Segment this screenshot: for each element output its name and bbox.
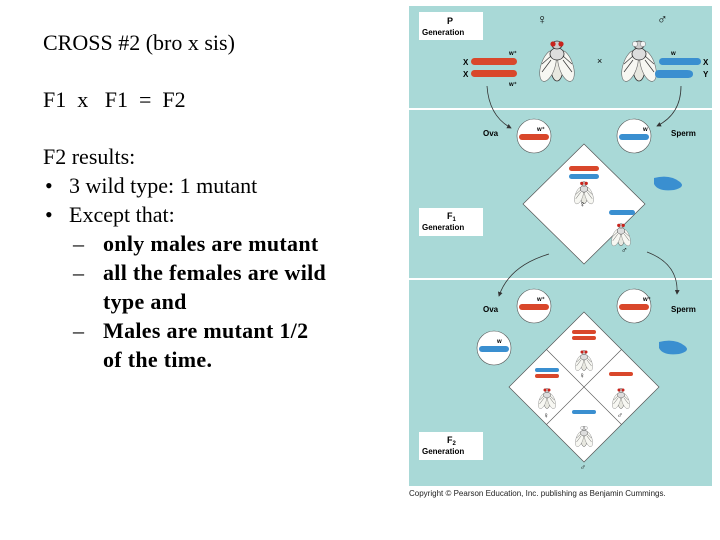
ova-label-f1: Ova xyxy=(483,129,499,138)
cross-symbol: × xyxy=(597,56,602,66)
bullet-except: Except that: xyxy=(43,200,403,229)
svg-text:w: w xyxy=(496,339,502,345)
subpoint-females-wild: –all the females are wild xyxy=(73,260,327,285)
arrow-to-sperm xyxy=(656,85,682,127)
svg-text:X: X xyxy=(703,58,709,67)
subpoint-females-wild-cont: type and xyxy=(103,289,187,314)
arrow-to-sperm-f2 xyxy=(646,251,680,295)
cross-equation: F1 x F1 = F2 xyxy=(43,87,186,112)
svg-text:w⁺: w⁺ xyxy=(508,81,517,88)
subpoint-males-half: –Males are mutant 1/2 xyxy=(73,318,309,343)
svg-text:Generation: Generation xyxy=(422,28,464,37)
f2-y-sperm xyxy=(659,340,687,355)
svg-text:w: w xyxy=(642,127,648,133)
f2-ova-cell-wild: w⁺ xyxy=(516,288,552,324)
results-heading: F2 results: xyxy=(43,144,136,169)
f2-offspring-female-homozygous xyxy=(573,350,595,372)
f1-offspring-female xyxy=(572,181,596,206)
p-male-chromosomes: X Y w xyxy=(655,51,709,79)
p-female-chromosomes: X X w⁺ w⁺ xyxy=(463,50,517,88)
f1-ova-cell: w⁺ xyxy=(516,118,552,154)
sperm-label-f2: Sperm xyxy=(671,305,696,314)
dash-marker: – xyxy=(73,231,85,256)
subpoint-males-mutant: –only males are mutant xyxy=(73,231,319,256)
sperm-label-f1: Sperm xyxy=(671,129,696,138)
svg-text:Y: Y xyxy=(703,70,709,79)
f2-offspring-male-wild xyxy=(610,388,632,410)
p-generation-label: P Generation xyxy=(419,12,483,40)
dash-marker: – xyxy=(73,318,85,343)
svg-text:w⁺: w⁺ xyxy=(536,296,545,303)
slide-title: CROSS #2 (bro x sis) xyxy=(43,30,235,55)
f2-generation-label: F2 Generation xyxy=(419,432,483,460)
svg-text:Generation: Generation xyxy=(422,447,464,456)
svg-text:w⁺: w⁺ xyxy=(536,126,545,133)
svg-text:X: X xyxy=(463,70,469,79)
svg-text:Generation: Generation xyxy=(422,223,464,232)
f1-generation-label: F1 Generation xyxy=(419,208,483,236)
svg-text:X: X xyxy=(463,58,469,67)
inheritance-diagram: P Generation F1 Generation F2 Generation… xyxy=(409,6,712,486)
svg-text:w⁺: w⁺ xyxy=(508,50,517,57)
ova-label-f2: Ova xyxy=(483,305,499,314)
svg-text:F1: F1 xyxy=(447,211,457,223)
female-symbol: ♀ xyxy=(537,11,548,27)
copyright-notice: Copyright © Pearson Education, Inc. publ… xyxy=(409,489,666,498)
svg-text:♂: ♂ xyxy=(617,411,623,420)
svg-text:♀: ♀ xyxy=(579,199,586,209)
arrow-to-ova xyxy=(486,85,512,129)
f2-ova-cell-mutant: w xyxy=(476,330,512,366)
f2-offspring-male-mutant xyxy=(573,426,595,448)
arrow-to-ova-f2 xyxy=(497,253,550,297)
svg-text:♂: ♂ xyxy=(621,245,628,255)
f1-y-sperm xyxy=(654,176,682,191)
f2-offspring-female-carrier xyxy=(536,388,558,410)
subpoint-males-half-cont: of the time. xyxy=(103,347,213,372)
svg-text:w⁺: w⁺ xyxy=(642,296,651,303)
male-symbol: ♂ xyxy=(657,11,668,27)
svg-text:♀: ♀ xyxy=(543,411,549,420)
dash-marker: – xyxy=(73,260,85,285)
slide-text: CROSS #2 (bro x sis) F1 x F1 = F2 F2 res… xyxy=(43,28,403,374)
svg-text:w: w xyxy=(670,51,676,57)
svg-text:♂: ♂ xyxy=(580,463,586,472)
f2-sperm-cell-wild: w⁺ xyxy=(616,288,652,324)
svg-text:P: P xyxy=(447,16,453,26)
f1-sperm-cell: w xyxy=(616,118,652,154)
bullet-ratio: 3 wild type: 1 mutant xyxy=(43,171,403,200)
f1-offspring-male xyxy=(609,223,633,248)
svg-text:F2: F2 xyxy=(447,435,457,447)
svg-text:♀: ♀ xyxy=(579,371,585,380)
p-male-fly xyxy=(617,40,661,84)
p-female-fly xyxy=(535,40,579,84)
